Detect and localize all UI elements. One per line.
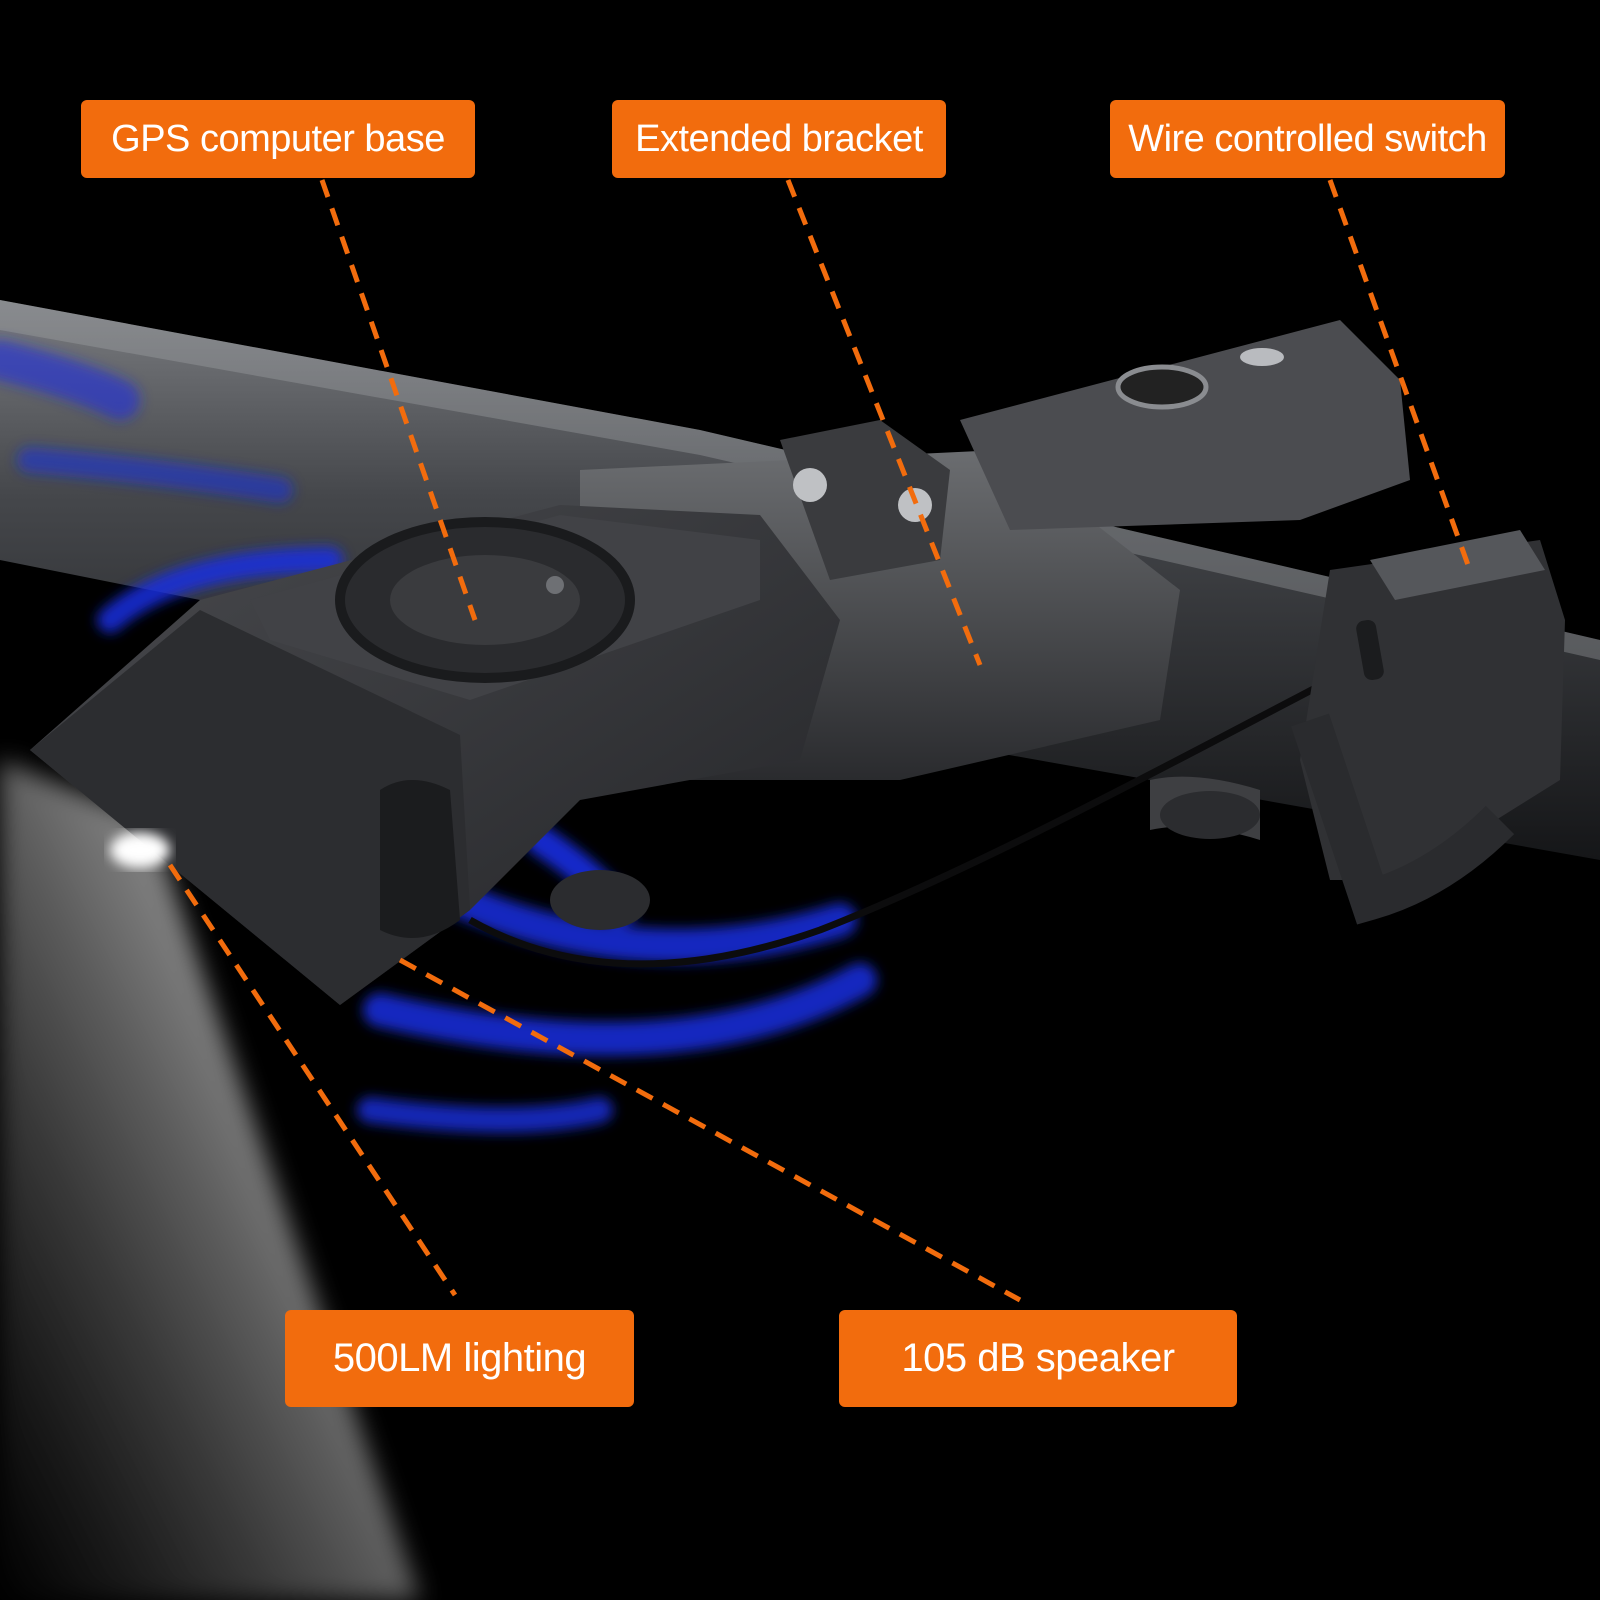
callout-lighting: 500LM lighting (285, 1310, 634, 1407)
light-speaker-body (30, 505, 840, 1005)
leader-line-gps (319, 179, 478, 621)
speaker-grille (380, 780, 460, 938)
mount-screw-icon (1115, 364, 1209, 410)
bolt-icon (793, 468, 827, 502)
callout-speaker: 105 dB speaker (839, 1310, 1237, 1407)
switch-cable (468, 656, 1372, 968)
leader-line-switch (1327, 179, 1471, 566)
leader-line-lighting (167, 863, 458, 1297)
leader-line-bracket (785, 179, 983, 666)
led-lamp (110, 832, 170, 868)
callout-wire-controlled-switch: Wire controlled switch (1110, 100, 1505, 178)
adjustment-knob (550, 791, 1260, 930)
wire-switch-device (1291, 530, 1565, 925)
callout-gps-computer-base: GPS computer base (81, 100, 475, 178)
leader-lines (167, 179, 1471, 1303)
callout-extended-bracket: Extended bracket (612, 100, 946, 178)
bolt-icon (898, 488, 932, 522)
